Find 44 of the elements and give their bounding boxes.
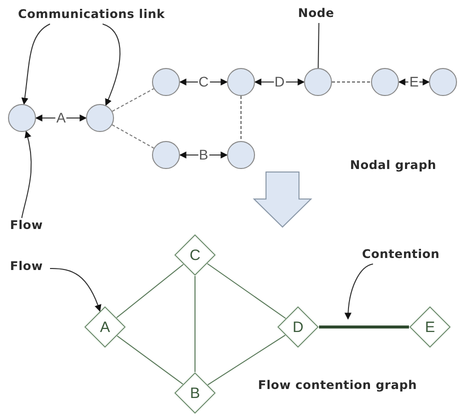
node-circle [429, 68, 457, 96]
leader-line [21, 24, 50, 105]
node-circle [86, 104, 114, 132]
link-line [112, 124, 154, 149]
link-line [319, 326, 409, 328]
node-circle [227, 141, 255, 169]
callout-text: Communications link [18, 7, 190, 24]
node-circle [152, 141, 180, 169]
edge-label: A [55, 110, 67, 126]
flow-diamond: A [84, 306, 126, 348]
node-circle [8, 104, 36, 132]
graph-caption: Flow contention graph [258, 378, 417, 392]
leader-line [21, 130, 32, 218]
flow-diamond: E [409, 306, 451, 348]
link-line [207, 334, 286, 386]
callout-text: Flow [10, 218, 50, 235]
node-circle [371, 68, 399, 96]
node-circle [227, 68, 255, 96]
callout-text: Flow [10, 259, 50, 276]
link-line [116, 264, 184, 318]
leader-line [318, 22, 320, 68]
flow-arrow [179, 78, 228, 86]
edge-label: D [273, 74, 286, 90]
link-line [240, 96, 242, 142]
link-line [112, 88, 154, 112]
flow-diamond: D [277, 306, 319, 348]
flow-arrow [254, 78, 305, 86]
graph-caption: Nodal graph [350, 158, 436, 172]
link-line [194, 276, 196, 372]
node-circle [152, 68, 180, 96]
node-circle [304, 68, 332, 96]
flow-diamond: B [174, 372, 216, 414]
leader-line [344, 264, 374, 320]
leader-line [102, 24, 120, 106]
edge-label: C [197, 74, 210, 90]
edge-label: E [408, 74, 420, 90]
leader-line [50, 268, 102, 312]
edge-label: B [198, 148, 210, 162]
callout-text: Node [298, 6, 340, 23]
flow-diamond: C [174, 234, 216, 276]
callout-text: Contention [362, 247, 456, 264]
flow-arrow [35, 114, 87, 122]
link-line [206, 263, 286, 319]
link-line [116, 335, 184, 385]
